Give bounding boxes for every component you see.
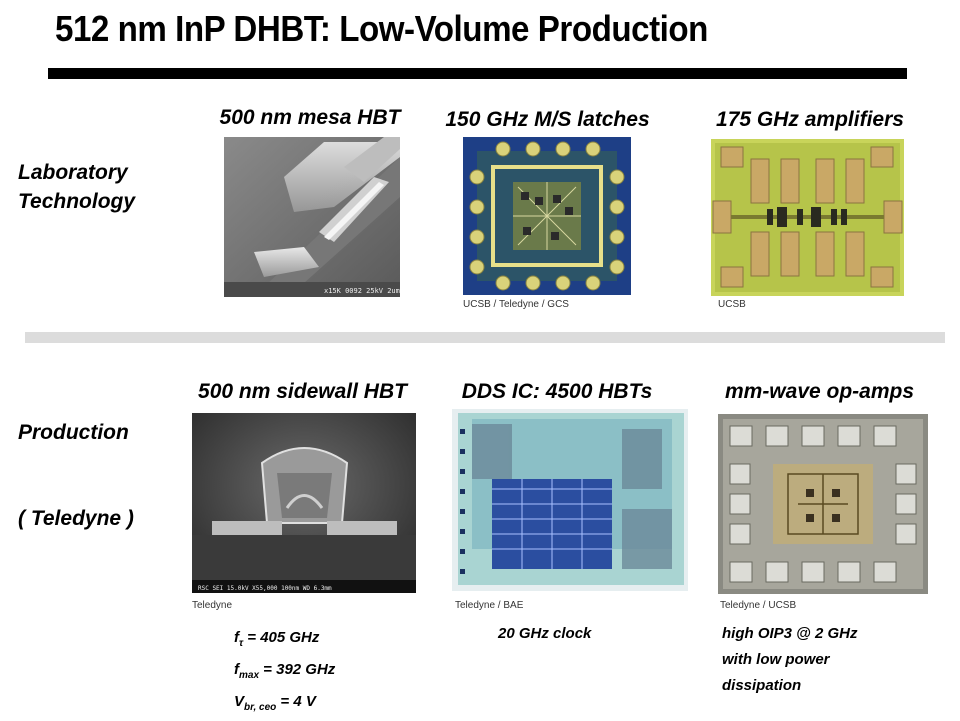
mesa-hbt-sem-graphic: x15K 0092 25kV 2um [224,137,400,297]
dds-clock-note: 20 GHz clock [498,625,592,642]
row-divider [25,332,945,343]
row-label-teledyne: ( Teledyne ) [18,507,134,530]
opamp-chip-graphic [718,414,928,594]
row-label-laboratory-line1: Laboratory [18,161,128,184]
row-label-production: Production [18,421,129,444]
heading-sidewall-hbt: 500 nm sidewall HBT [198,380,407,403]
spec-fmax-symbol: f [234,661,239,678]
spec-ft: fτ = 405 GHz [234,625,335,657]
spec-fmax: fmax = 392 GHz [234,657,335,689]
amplifier-chip-image [711,139,904,296]
spec-vbr-symbol: V [234,693,245,710]
title-rule [48,68,907,79]
credit-dds: Teledyne / BAE [455,600,524,611]
spec-ft-symbol: f [234,629,239,646]
opamp-note-line1: high OIP3 @ 2 GHz [722,625,858,642]
heading-dds-ic: DDS IC: 4500 HBTs [461,380,653,403]
spec-ft-value: = 405 GHz [243,629,320,646]
sem-info-bar: x15K 0092 25kV 2um [324,287,400,295]
opamp-note-line2: with low power [722,651,830,668]
dds-ic-layout-image [452,409,688,591]
row-label-laboratory-line2: Technology [18,190,136,213]
sidewall-hbt-sem-image: RSC SEI 15.0kV X55,000 100nm WD 6.3mm [192,413,416,593]
opamp-note-line3: dissipation [722,677,802,694]
credit-amplifiers: UCSB [718,299,746,310]
credit-sidewall: Teledyne [192,600,233,611]
amplifier-chip-graphic [711,139,904,296]
spec-vbr: Vbr, ceo = 4 V [234,689,335,721]
heading-amplifiers: 175 GHz amplifiers [716,108,904,131]
slide-title: 512 nm InP DHBT: Low-Volume Production [55,8,708,49]
spec-fmax-subscript: max [239,670,260,681]
dds-ic-layout-graphic [452,409,688,591]
heading-ms-latches: 150 GHz M/S latches [445,108,650,131]
spec-vbr-subscript: br, ceo [244,702,277,713]
sidewall-hbt-sem-graphic: RSC SEI 15.0kV X55,000 100nm WD 6.3mm [192,413,416,593]
ms-latch-chip-graphic [463,137,631,295]
mesa-hbt-sem-image: x15K 0092 25kV 2um [224,137,400,297]
opamp-note: high OIP3 @ 2 GHz with low power dissipa… [722,621,857,699]
heading-opamps: mm-wave op-amps [724,380,915,403]
ms-latch-chip-image [463,137,631,295]
credit-ms-latches: UCSB / Teledyne / GCS [463,299,569,310]
spec-fmax-value: = 392 GHz [259,661,336,678]
sidewall-specs: fτ = 405 GHz fmax = 392 GHz Vbr, ceo = 4… [234,625,335,721]
spec-vbr-value: = 4 V [276,693,316,710]
opamp-chip-image [718,414,928,594]
spec-ft-subscript: τ [239,638,244,649]
sem-info-bar-sidewall: RSC SEI 15.0kV X55,000 100nm WD 6.3mm [198,585,332,592]
row-label-laboratory: Laboratory Technology [18,158,135,216]
heading-mesa-hbt: 500 nm mesa HBT [219,106,401,129]
credit-opamps: Teledyne / UCSB [720,600,797,611]
